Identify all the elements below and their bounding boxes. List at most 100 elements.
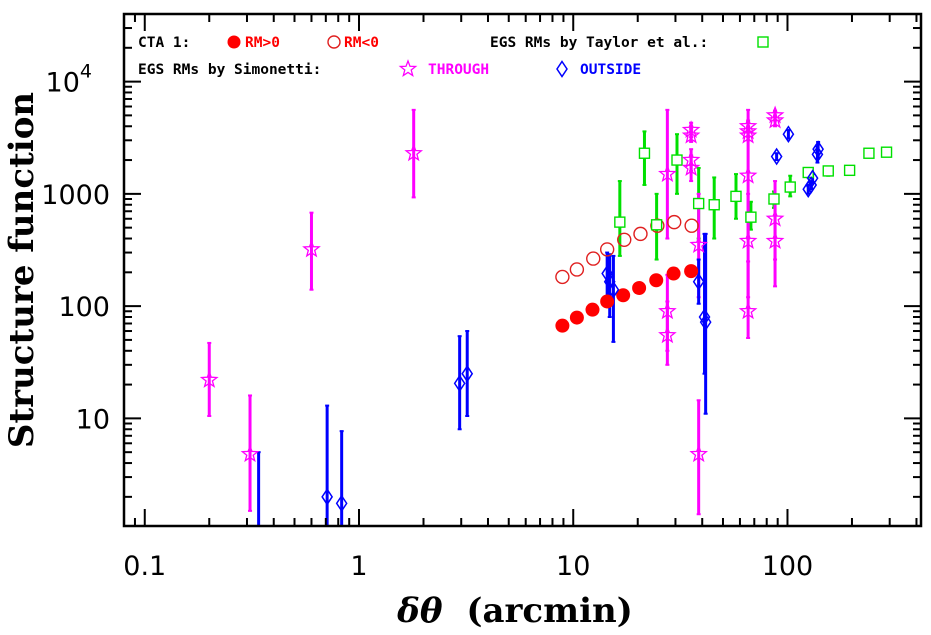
through-point	[658, 301, 677, 320]
taylor-point	[745, 211, 757, 223]
through-point	[199, 370, 219, 388]
x-tick-label: 1	[350, 551, 367, 582]
through-point	[689, 235, 709, 253]
legend-rm-pos-marker	[227, 35, 241, 49]
plot-frame	[122, 12, 923, 528]
taylor-point	[768, 193, 780, 205]
rm-neg-point	[599, 242, 615, 257]
outside-point	[692, 272, 705, 291]
taylor-point	[730, 190, 742, 203]
taylor-point	[692, 197, 705, 210]
through-point	[689, 444, 709, 463]
legend-outside-label: OUTSIDE	[580, 62, 641, 78]
rm-pos-point	[600, 294, 615, 309]
through-point	[658, 164, 677, 183]
x-tick-label: 10	[556, 551, 590, 582]
through-point	[302, 239, 321, 258]
through-point	[738, 231, 758, 249]
through-point	[658, 325, 677, 344]
x-axis-unit: (arcmin)	[466, 591, 632, 631]
y-axis-title: Structure function	[2, 92, 42, 448]
rm-pos-point	[585, 302, 600, 317]
legend: CTA 1: RM>0 RM<0 EGS RMs by Taylor et al…	[138, 35, 769, 78]
rm-pos-point	[684, 264, 699, 279]
through-point	[765, 105, 785, 124]
through-point	[681, 125, 701, 144]
taylor-point	[638, 147, 651, 159]
legend-simonetti-label: EGS RMs by Simonetti:	[138, 62, 321, 78]
error-bars	[207, 108, 889, 526]
through-point	[681, 120, 701, 138]
x-axis-title: δθ (arcmin)	[396, 591, 633, 631]
through-point	[681, 150, 701, 168]
outside-point	[603, 272, 616, 291]
outside-point	[699, 313, 712, 331]
y-tick-label: 1000	[41, 180, 110, 211]
taylor-point	[671, 154, 683, 166]
outside-point	[802, 180, 815, 199]
through-point	[765, 110, 785, 129]
legend-taylor-marker	[757, 36, 769, 48]
rm-neg-point	[617, 232, 632, 247]
through-point	[738, 121, 758, 140]
rm-pos-point	[555, 318, 570, 333]
outside-point	[254, 528, 264, 543]
x-axis-symbol: δθ	[396, 591, 443, 631]
legend-through-marker	[398, 59, 418, 77]
through-point	[240, 444, 260, 463]
rm-neg-point	[684, 218, 699, 233]
through-point	[765, 231, 785, 250]
taylor-point	[650, 219, 663, 231]
through-point	[765, 208, 785, 227]
rm-pos-point	[616, 288, 631, 303]
outside-point	[812, 140, 825, 159]
data-points	[199, 105, 893, 543]
y-tick-label: 10	[76, 404, 110, 435]
rm-pos-point	[569, 310, 584, 325]
x-tick-label: 100	[762, 551, 814, 582]
through-point	[404, 143, 424, 162]
y-tick-label: 100	[58, 292, 110, 323]
y-tick-exponent: 4	[80, 61, 92, 83]
legend-taylor-label: EGS RMs by Taylor et al.:	[490, 35, 708, 51]
taylor-point	[822, 165, 834, 177]
y-tick-label: 104	[46, 61, 92, 99]
through-point	[738, 301, 758, 320]
taylor-point	[614, 216, 626, 228]
rm-pos-point	[649, 273, 664, 288]
outside-point	[607, 280, 620, 299]
rm-neg-point	[555, 269, 570, 285]
rm-pos-point	[632, 281, 647, 296]
x-tick-label: 0.1	[123, 551, 166, 582]
legend-star-shape	[398, 59, 418, 77]
legend-through-label: THROUGH	[428, 62, 489, 78]
rm-neg-point	[586, 251, 601, 266]
outside-point	[321, 487, 334, 506]
legend-rm-neg-label: RM<0	[344, 35, 379, 51]
legend-outside-marker	[556, 60, 568, 78]
rm-pos-point	[666, 266, 681, 281]
outside-point	[461, 364, 474, 383]
outside-point	[453, 374, 466, 393]
taylor-point	[708, 199, 720, 211]
rm-neg-point	[667, 214, 682, 230]
through-point	[681, 158, 701, 177]
through-point	[738, 116, 758, 135]
rm-neg-point	[633, 226, 648, 242]
outside-point	[806, 169, 819, 188]
taylor-point	[843, 164, 856, 177]
outside-point	[601, 264, 614, 283]
taylor-point	[784, 181, 796, 193]
axis-ticks	[123, 13, 921, 526]
through-point	[738, 125, 758, 144]
outside-point	[698, 308, 711, 326]
legend-rm-pos-label: RM>0	[245, 35, 280, 51]
rm-neg-point	[569, 262, 585, 277]
outside-point	[782, 125, 795, 144]
taylor-point	[880, 146, 893, 158]
taylor-point	[863, 147, 875, 159]
outside-point	[770, 147, 783, 166]
tick-labels: 0.1 1 10 100 10 100 1000 104	[41, 61, 813, 582]
through-point	[738, 165, 758, 184]
